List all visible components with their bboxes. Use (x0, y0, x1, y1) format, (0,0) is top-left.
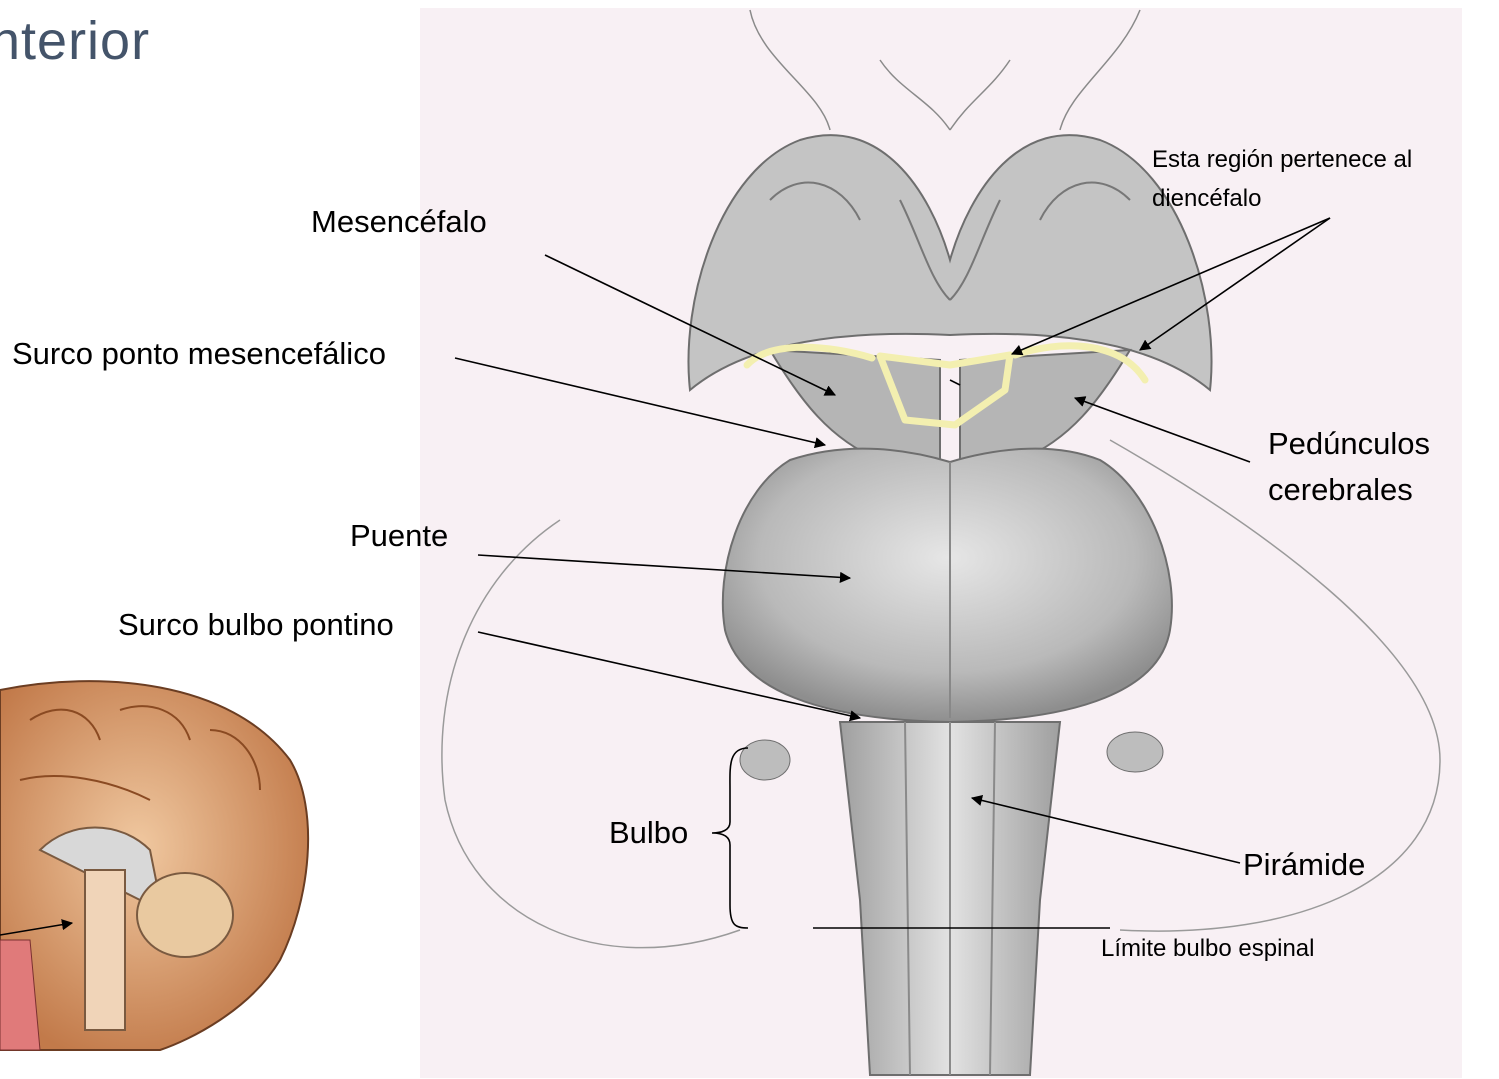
diencephalon-note-line2: diencéfalo (1152, 185, 1261, 213)
slide-title: nterior (0, 10, 150, 72)
sagittal-brainstem (85, 870, 125, 1030)
label-puente: Puente (350, 518, 448, 554)
label-pedunculos-line2: cerebrales (1268, 472, 1413, 508)
label-bulbo: Bulbo (609, 815, 688, 851)
label-surco-bulbo-pontino: Surco bulbo pontino (118, 607, 394, 643)
label-limite-bulbo-espinal: Límite bulbo espinal (1101, 935, 1314, 963)
label-mesencefalo: Mesencéfalo (311, 204, 487, 240)
right-nerve-root (1107, 732, 1163, 772)
label-piramide: Pirámide (1243, 847, 1365, 883)
sagittal-cerebellum (137, 873, 233, 957)
left-nerve-root (740, 740, 790, 780)
label-pedunculos-line1: Pedúnculos (1268, 426, 1430, 462)
diencephalon-note-line1: Esta región pertenece al (1152, 146, 1412, 174)
label-surco-ponto-mesencefalico: Surco ponto mesencefálico (12, 336, 386, 372)
pons (723, 449, 1172, 722)
